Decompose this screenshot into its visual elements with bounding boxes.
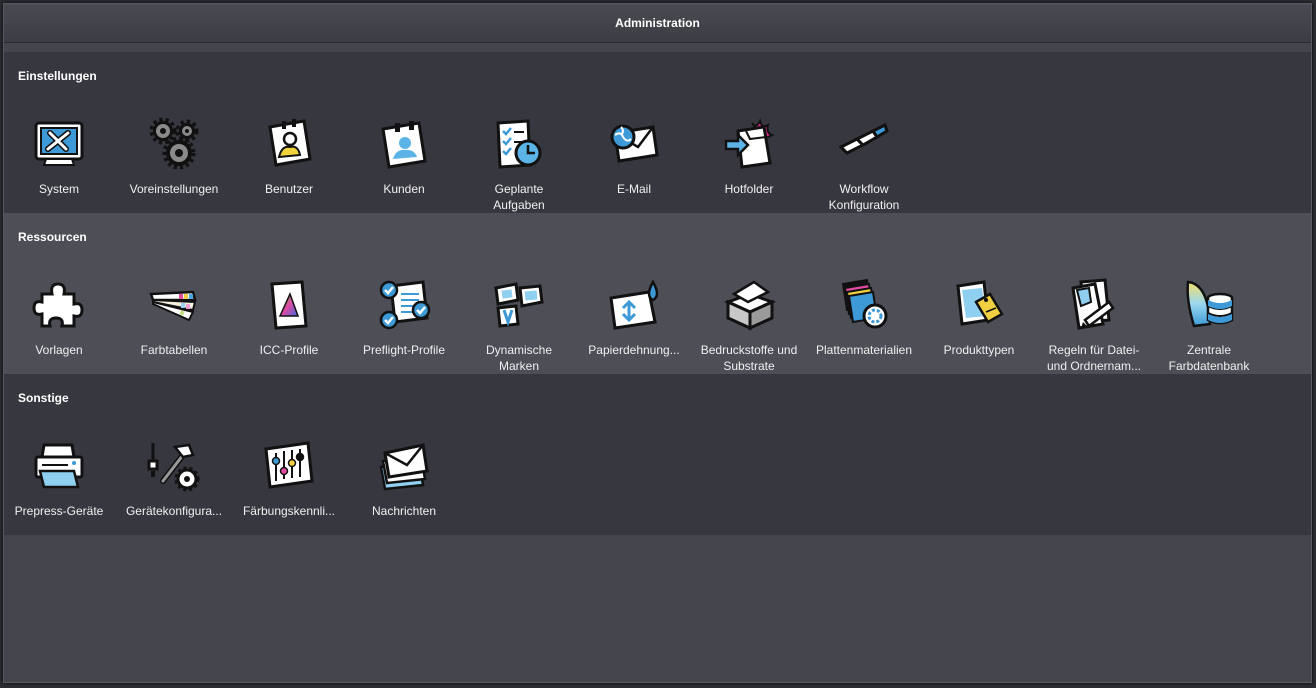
gears-icon [149,117,199,170]
section-sonstige: Sonstige Prepress-Geräte [4,374,1311,535]
coloring-curves-icon [264,441,314,491]
section-title: Ressourcen [18,230,87,244]
tile-label: Plattenmaterialien [815,343,913,357]
tile-label: E-Mail [616,182,651,196]
tile-label: Prepress-Geräte [14,504,104,518]
tile-label: Dynamische Marken [485,343,553,373]
section-title: Einstellungen [18,69,97,83]
tile-label: Kunden [383,182,425,196]
email-icon [609,119,659,169]
tile-label: Produkttypen [943,343,1015,357]
plate-materials-icon [839,278,889,330]
customer-card-icon [379,119,429,169]
color-fan-icon [149,280,199,330]
section-ressourcen: Ressourcen Vorlagen Farbtabell [4,213,1311,374]
tile-label: Nachrichten [371,504,437,518]
section-title: Sonstige [18,391,69,405]
device-config-icon [147,441,200,492]
scheduled-tasks-icon [494,119,544,169]
messages-icon [379,441,429,491]
tile-label: Workflow Konfiguration [828,182,900,212]
product-types-icon [954,280,1004,330]
tile-label: Gerätekonfigura... [125,504,223,518]
dynamic-marks-icon [494,280,544,330]
window-title: Administration [4,4,1311,43]
tile-label: Papierdehnung... [588,343,680,357]
hotfolder-icon [724,118,775,169]
color-database-icon [1184,280,1234,330]
tile-label: Geplante Aufgaben [493,182,545,212]
administration-window: Administration Einstellungen System [3,3,1312,683]
naming-rules-icon [1069,278,1119,330]
tile-label: Zentrale Farbdatenbank [1168,343,1250,373]
icc-profile-icon [264,280,314,330]
tile-label: System [38,182,79,196]
section-einstellungen: Einstellungen System [4,52,1311,213]
tile-label: Vorlagen [35,343,83,357]
tile-label: Hotfolder [724,182,774,196]
user-card-icon [264,119,314,169]
puzzle-icon [32,280,84,330]
tile-label: Färbungskennli... [242,504,336,518]
tile-label: Benutzer [264,182,314,196]
tile-label: Regeln für Datei- und Ordnernam... [1046,343,1142,373]
tile-label: Farbtabellen [140,343,208,357]
tile-label: ICC-Profile [259,343,319,357]
preflight-icon [379,280,431,330]
prepress-device-icon [34,441,84,491]
substrate-icon [724,280,776,331]
tile-label: Voreinstellungen [129,182,219,196]
paper-stretch-icon [609,279,659,330]
tile-label: Preflight-Profile [362,343,446,357]
workflow-icon [838,119,889,169]
system-icon [34,119,84,169]
tile-label: Bedruckstoffe und Substrate [700,343,798,373]
